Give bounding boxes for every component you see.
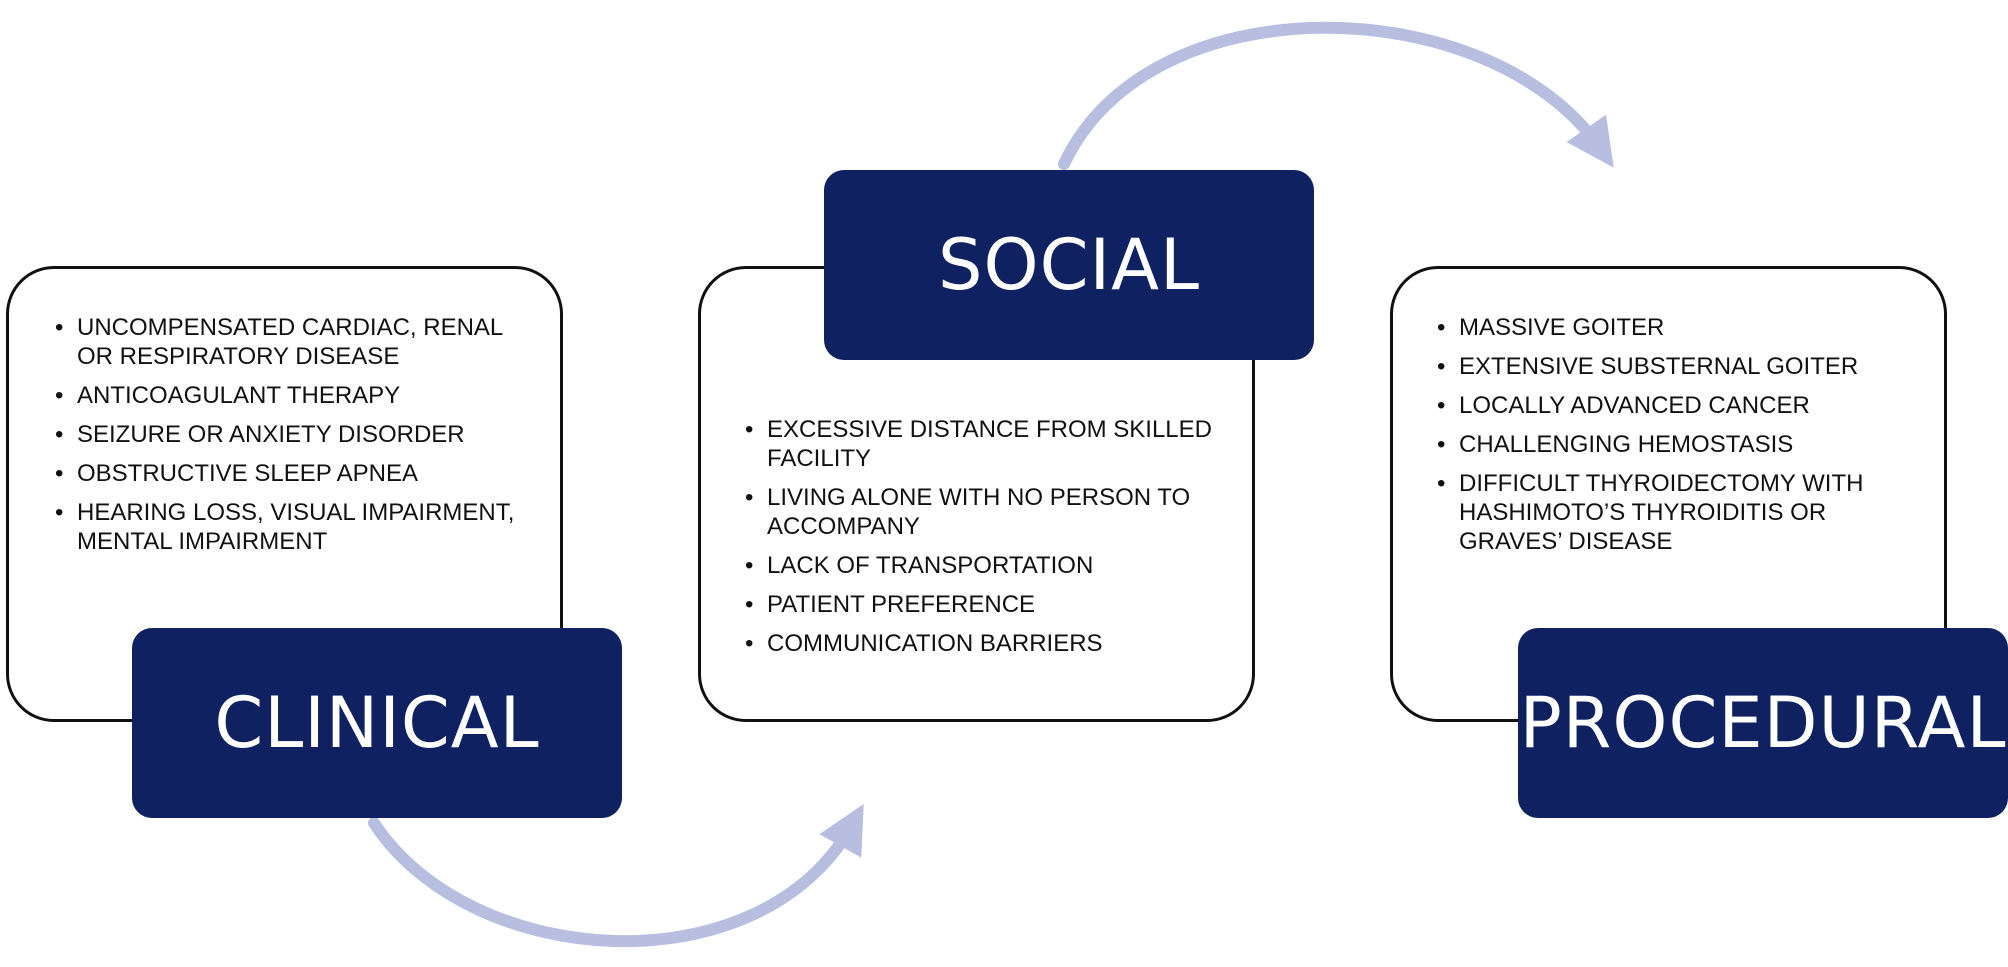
clinical-label: CLINICAL bbox=[132, 628, 622, 818]
list-item: LACK OF TRANSPORTATION bbox=[745, 551, 1235, 580]
list-item: DIFFICULT THYROIDECTOMY WITH HASHIMOTO’S… bbox=[1437, 469, 1917, 556]
list-item: HEARING LOSS, VISUAL IMPAIRMENT, MENTAL … bbox=[55, 498, 525, 556]
list-item: PATIENT PREFERENCE bbox=[745, 590, 1235, 619]
clinical-factor-list: UNCOMPENSATED CARDIAC, RENAL OR RESPIRAT… bbox=[55, 313, 525, 566]
list-item: LIVING ALONE WITH NO PERSON TO ACCOMPANY bbox=[745, 483, 1235, 541]
social-factor-list: EXCESSIVE DISTANCE FROM SKILLED FACILITY… bbox=[745, 415, 1235, 668]
clinical-card: UNCOMPENSATED CARDIAC, RENAL OR RESPIRAT… bbox=[6, 266, 563, 722]
list-item: COMMUNICATION BARRIERS bbox=[745, 629, 1235, 658]
list-item: CHALLENGING HEMOSTASIS bbox=[1437, 430, 1917, 459]
list-item: LOCALLY ADVANCED CANCER bbox=[1437, 391, 1917, 420]
list-item: SEIZURE OR ANXIETY DISORDER bbox=[55, 420, 525, 449]
procedural-label: PROCEDURAL bbox=[1518, 628, 2008, 818]
social-label: SOCIAL bbox=[824, 170, 1314, 360]
arrow-social-to-procedural bbox=[1058, 21, 1614, 170]
list-item: MASSIVE GOITER bbox=[1437, 313, 1917, 342]
list-item: EXCESSIVE DISTANCE FROM SKILLED FACILITY bbox=[745, 415, 1235, 473]
list-item: UNCOMPENSATED CARDIAC, RENAL OR RESPIRAT… bbox=[55, 313, 525, 371]
arrow-clinical-to-social bbox=[368, 804, 864, 947]
list-item: ANTICOAGULANT THERAPY bbox=[55, 381, 525, 410]
procedural-factor-list: MASSIVE GOITER EXTENSIVE SUBSTERNAL GOIT… bbox=[1437, 313, 1917, 566]
list-item: OBSTRUCTIVE SLEEP APNEA bbox=[55, 459, 525, 488]
list-item: EXTENSIVE SUBSTERNAL GOITER bbox=[1437, 352, 1917, 381]
